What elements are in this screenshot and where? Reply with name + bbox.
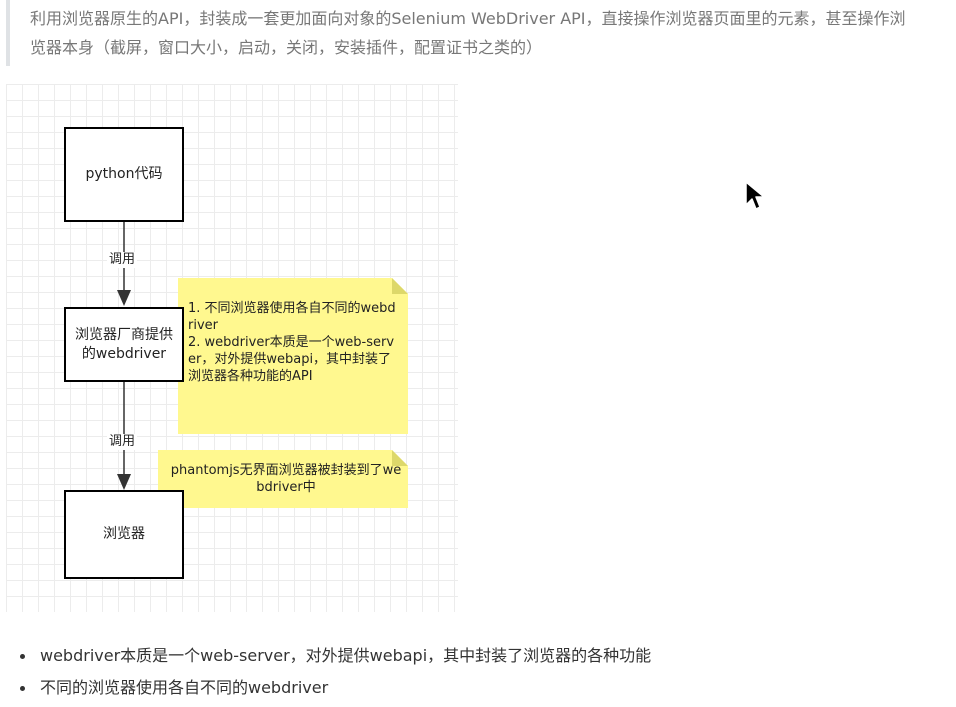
note-webdriver-text: 1. 不同浏览器使用各自不同的webdriver 2. webdriver本质是… — [188, 301, 396, 384]
node-browser: 浏览器 — [64, 490, 184, 579]
note-2-shape — [158, 450, 408, 508]
node-vendor-webdriver: 浏览器厂商提供的webdriver — [64, 307, 184, 382]
node-python-code-label: python代码 — [85, 166, 163, 182]
note-phantomjs-text: phantomjs无界面浏览器被封装到了webdriver中 — [170, 463, 402, 495]
mouse-pointer-icon — [745, 181, 765, 210]
list-item: webdriver本质是一个web-server，对外提供webapi，其中封装… — [18, 640, 651, 672]
note-phantomjs: phantomjs无界面浏览器被封装到了webdriver中 — [170, 462, 402, 496]
note-webdriver: 1. 不同浏览器使用各自不同的webdriver 2. webdriver本质是… — [188, 300, 400, 385]
blockquote-text: 利用浏览器原生的API，封装成一套更加面向对象的Selenium WebDriv… — [30, 9, 906, 57]
list-item: 不同的浏览器使用各自不同的webdriver — [18, 672, 651, 704]
edge-label-call-1: 调用 — [107, 252, 138, 268]
arrow-head-2 — [117, 474, 131, 490]
blockquote: 利用浏览器原生的API，封装成一套更加面向对象的Selenium WebDriv… — [6, 0, 906, 66]
diagram-connectors — [117, 221, 408, 508]
node-vendor-webdriver-label: 浏览器厂商提供的webdriver — [75, 326, 173, 362]
flow-diagram: python代码 调用 浏览器厂商提供的webdriver 调用 浏览器 1. … — [6, 84, 458, 612]
edge-label-call-2: 调用 — [107, 434, 138, 450]
node-browser-label: 浏览器 — [103, 526, 145, 542]
note-2-fold — [392, 450, 408, 466]
bullet-list: webdriver本质是一个web-server，对外提供webapi，其中封装… — [18, 640, 651, 704]
node-python-code: python代码 — [64, 127, 184, 222]
note-1-shape — [178, 278, 408, 434]
note-1-fold — [392, 278, 408, 294]
arrow-head-1 — [117, 290, 131, 306]
